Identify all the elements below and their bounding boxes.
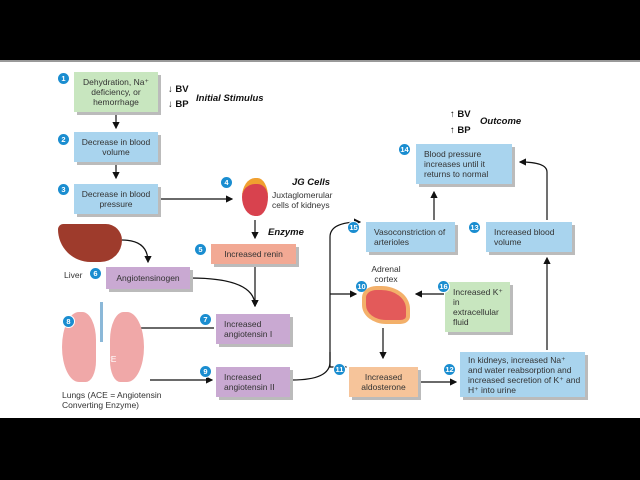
ace-label: ACE [99,354,117,364]
step-16-box: Increased K⁺ in extracellular fluid [445,282,510,332]
arrow-6-7 [189,277,259,308]
step-3-badge: 3 [57,183,70,196]
step-14-badge: 14 [398,143,411,156]
up-bp: ↑ BP [450,125,471,136]
outcome-label: Outcome [480,116,522,127]
step-3-box: Decrease in blood pressure [74,184,158,214]
step-6-badge: 6 [89,267,102,280]
step-1-badge: 1 [57,72,70,85]
down-bv: ↓ BV [168,84,189,95]
step-2-box: Decrease in blood volume [74,132,158,162]
arrow-13-14 [518,158,548,220]
step-6-box: Angiotensinogen [106,267,190,289]
step-14-box: Blood pressure increases until it return… [416,144,512,184]
step-5-box: Increased renin [211,244,296,264]
step-9-box: Increased angiotensin II [216,367,290,397]
step-4-badge: 4 [220,176,233,189]
step-16-badge: 16 [437,280,450,293]
jg-cells-desc: Juxtaglomerular cells of kidneys [272,190,333,210]
arrow-9-15 [291,218,362,381]
step-15-box: Vasoconstriction of arterioles [366,222,455,252]
step-13-box: Increased blood volume [486,222,572,252]
step-12-badge: 12 [443,363,456,376]
step-7-badge: 7 [199,313,212,326]
step-9-badge: 9 [199,365,212,378]
flow-arrows [112,114,551,386]
lungs-label: Lungs (ACE = Angiotensin Converting Enzy… [62,390,162,410]
step-7-box: Increased angiotensin I [216,314,290,344]
jg-cells-title: JG Cells [292,177,331,188]
adrenal-gland-icon [362,286,410,324]
trachea-icon [100,302,103,342]
right-lung-icon [110,312,144,382]
step-11-box: Increased aldosterone [349,367,418,397]
step-8-badge: 8 [62,315,75,328]
step-2-badge: 2 [57,133,70,146]
kidney-icon [242,178,268,216]
raas-diagram: Dehydration, Na⁺ deficiency, or hemorrha… [0,60,640,418]
adrenal-cortex-label: Adrenal cortex [371,264,401,284]
enzyme-label: Enzyme [268,227,304,238]
arrow-liver-6 [121,239,152,264]
step-12-box: In kidneys, increased Na⁺ and water reab… [460,352,585,397]
step-15-badge: 15 [347,221,360,234]
initial-stimulus-label: Initial Stimulus [196,93,264,104]
step-5-badge: 5 [194,243,207,256]
up-bv: ↑ BV [450,109,471,120]
step-13-badge: 13 [468,221,481,234]
step-1-box: Dehydration, Na⁺ deficiency, or hemorrha… [74,72,158,112]
liver-label: Liver [64,270,83,280]
step-11-badge: 11 [333,363,346,376]
down-bp: ↓ BP [168,99,189,110]
